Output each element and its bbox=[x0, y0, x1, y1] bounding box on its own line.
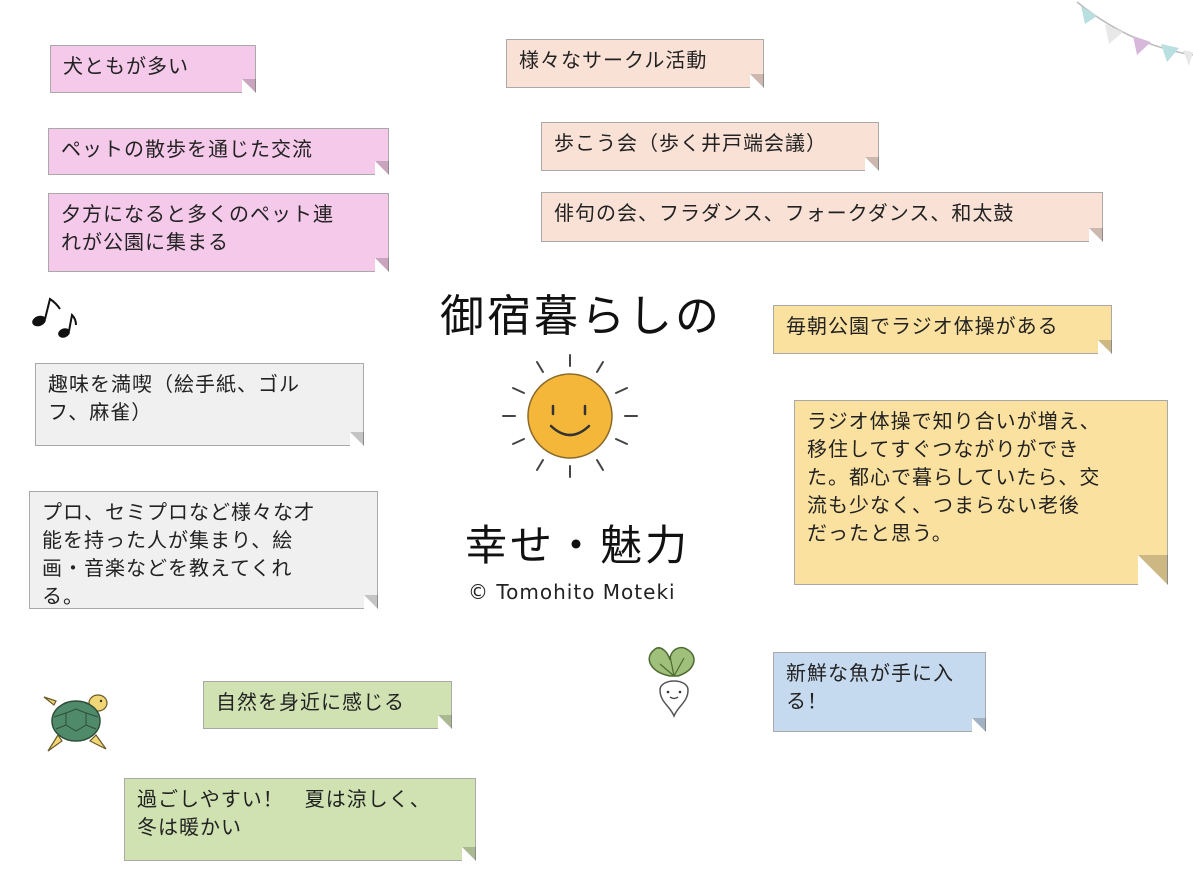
smiling-sun-icon bbox=[502, 354, 638, 478]
note-radio-exercise: 毎朝公園でラジオ体操がある bbox=[773, 305, 1112, 354]
note-haiku: 俳句の会、フラダンス、フォークダンス、和太鼓 bbox=[541, 192, 1103, 242]
note-fish: 新鮮な魚が手に入 る！ bbox=[773, 652, 986, 732]
note-pet-walk: ペットの散歩を通じた交流 bbox=[48, 128, 389, 175]
note-climate: 過ごしやすい！ 夏は涼しく、 冬は暖かい bbox=[124, 778, 476, 861]
credit-text: © Tomohito Moteki bbox=[468, 580, 676, 604]
note-circles: 様々なサークル活動 bbox=[506, 39, 764, 88]
turnip-icon bbox=[648, 646, 695, 719]
note-evening-pets: 夕方になると多くのペット連 れが公園に集まる bbox=[48, 193, 389, 272]
bunting-flags-icon bbox=[1076, 1, 1193, 66]
note-walk-club: 歩こう会（歩く井戸端会議） bbox=[541, 122, 879, 171]
note-nature: 自然を身近に感じる bbox=[203, 681, 452, 729]
page-subtitle: 幸せ・魅力 bbox=[465, 521, 691, 570]
note-pros: プロ、セミプロなど様々な才 能を持った人が集まり、絵 画・音楽などを教えてくれ … bbox=[29, 491, 378, 609]
page-title: 御宿暮らしの bbox=[440, 291, 722, 342]
note-dog-friends: 犬ともが多い bbox=[50, 45, 256, 93]
note-hobbies: 趣味を満喫（絵手紙、ゴル フ、麻雀） bbox=[35, 363, 364, 446]
turtle-icon bbox=[43, 694, 108, 752]
music-notes-icon bbox=[32, 297, 77, 338]
note-radio-friends: ラジオ体操で知り合いが増え、 移住してすぐつながりができ た。都心で暮らしていた… bbox=[794, 400, 1168, 585]
